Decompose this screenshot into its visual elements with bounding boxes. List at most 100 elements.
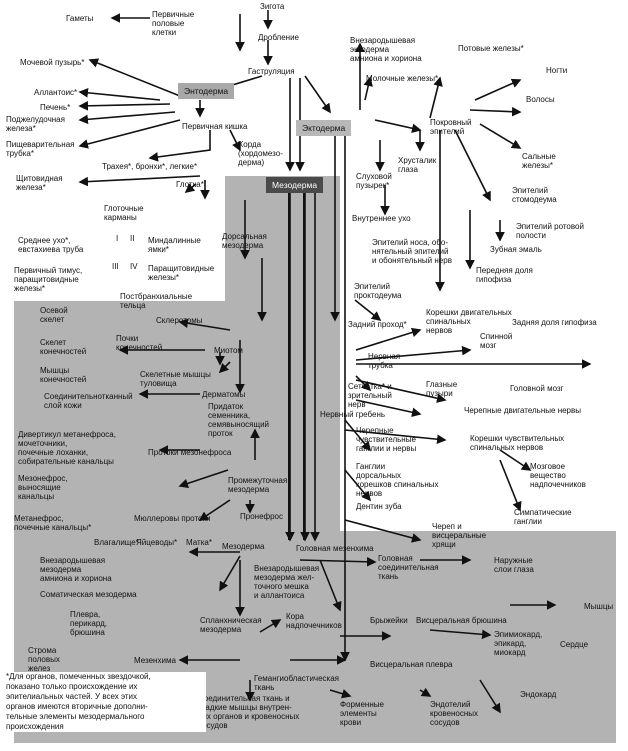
- pleura-label: Плевра,перикард,брюшина: [70, 610, 107, 637]
- zygote-label: Зигота: [260, 2, 285, 11]
- middle-ear-label: Среднее ухо*,евстахиева труба: [18, 236, 84, 254]
- uterus-label: Матка*: [186, 538, 212, 547]
- epimyocardium-label: Эпимиокард,эпикард,миокард: [494, 630, 543, 657]
- pharynx-label: Глотка*: [176, 180, 204, 189]
- notochord-label: Хорда(хордомезо-дерма): [238, 140, 283, 167]
- posterior-pituitary-label: Задняя доля гипофиза: [512, 318, 597, 327]
- cleavage-label: Дробление: [258, 33, 299, 42]
- pouch-numeral-4: IV: [130, 262, 138, 271]
- gametes-label: Гаметы: [66, 14, 94, 23]
- sweat-glands-label: Потовые железы*: [458, 44, 524, 53]
- visceral-peritoneum-label: Висцеральная брюшина: [416, 616, 507, 625]
- mesoderm-region-main: [14, 301, 340, 531]
- mesoderm-box: Мезодерма: [266, 177, 324, 193]
- metanephric-diverticulum-label: Дивертикул метанефроса,мочеточники,почеч…: [18, 430, 116, 466]
- pronephros-label: Пронефрос: [240, 512, 283, 521]
- hair-label: Волосы: [526, 95, 555, 104]
- mesoderm-region-top: [225, 176, 340, 301]
- myotome-label: Миотом: [214, 346, 243, 355]
- metanephros-label: Метанефрос,почечные канальцы*: [14, 514, 92, 532]
- mammary-glands-label: Молочные железы*: [366, 74, 439, 83]
- mesenteries-label: Брыжейки: [370, 616, 408, 625]
- brain-label: Головной мозг: [510, 384, 564, 393]
- endocardium-label: Эндокард: [520, 690, 557, 699]
- pouch-numeral-1: I: [116, 234, 119, 243]
- urinary-bladder-label: Мочевой пузырь*: [20, 58, 85, 67]
- tooth-enamel-label: Зубная эмаль: [490, 245, 542, 254]
- gastrulation-label: Гаструляция: [248, 67, 295, 76]
- mesoderm-trunk-1: [288, 190, 290, 540]
- vagina-label: Влагалище*: [94, 538, 139, 547]
- sclerotomes-label: Склеротомы: [156, 316, 203, 325]
- muscles-label: Мышцы: [584, 602, 614, 611]
- primary-gut-label: Первичная кишка: [182, 122, 248, 131]
- dentin-label: Дентин зуба: [356, 502, 402, 511]
- oviducts-label: Яйцеводы*: [136, 538, 178, 547]
- dermatomes-label: Дерматомы: [202, 390, 246, 399]
- liver-label: Печень*: [40, 103, 71, 112]
- pouch-numeral-3: III: [112, 262, 119, 271]
- nails-label: Ногти: [546, 66, 568, 75]
- visceral-pleura-label: Висцеральная плевра: [370, 660, 453, 669]
- mullerian-ducts-label: Мюллеровы протоки: [134, 514, 211, 523]
- footnote: *Для органов, помеченных звездочкой, пок…: [6, 672, 206, 732]
- entoderm-box: Энтодерма: [178, 83, 235, 99]
- allantois-label: Аллантоис*: [34, 88, 78, 97]
- trachea-label: Трахея*, бронхи*, легкие*: [102, 162, 198, 171]
- mesenchyme-label: Мезенхима: [134, 656, 176, 665]
- head-mesenchyme-label: Головная мезенхима: [296, 544, 374, 553]
- anus-label: Задний проход*: [348, 320, 407, 329]
- cranial-motor-nerves-label: Черепные двигательные нервы: [464, 406, 582, 415]
- neural-crest-label: Нервный гребень: [320, 410, 386, 419]
- inner-ear-label: Внутреннее ухо: [352, 214, 411, 223]
- mesoderm-trunk-2: [303, 190, 305, 540]
